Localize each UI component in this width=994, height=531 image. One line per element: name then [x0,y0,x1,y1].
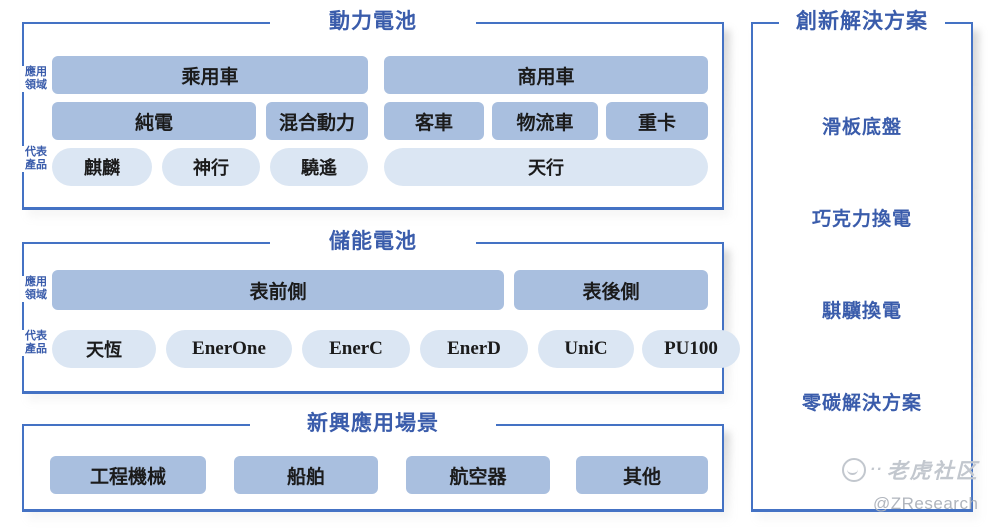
panel-innovative-solutions: 創新解決方案 滑板底盤 巧克力換電 騏驥換電 零碳解決方案 [751,8,979,520]
frame-left [22,242,24,394]
row-label-representative-product: 代表 產品 [21,330,51,356]
box-product-tianxing[interactable]: 天行 [384,148,708,186]
frame-bottom [22,207,724,210]
panel-face [751,22,973,512]
row-label-line1: 應用 [25,276,47,288]
row-label-line2: 領域 [25,79,47,91]
frame-top-right [476,22,724,24]
box-commercial-vehicle[interactable]: 商用車 [384,56,708,94]
frame-right [722,424,724,512]
row-label-line2: 產品 [25,159,47,171]
box-product-tianheng[interactable]: 天恆 [52,330,156,368]
panel-title-energy-storage-battery: 儲能電池 [270,228,476,256]
panel-power-battery: 動力電池 應用 領域 代表 產品 乘用車 商用車 純電 混合動力 客車 物流車 … [21,8,730,218]
frame-top-left [22,22,270,24]
box-product-shenxing[interactable]: 神行 [162,148,260,186]
box-product-pu100[interactable]: PU100 [642,330,740,368]
solution-item-qiji-swap[interactable]: 騏驥換電 [821,301,902,322]
box-product-qilin[interactable]: 麒麟 [52,148,152,186]
box-product-enerone[interactable]: EnerOne [166,330,292,368]
panel-title-power-battery: 動力電池 [270,8,476,36]
frame-bottom [22,391,724,394]
frame-top-right [945,22,973,24]
frame-top-left [22,242,270,244]
box-product-xiaoyao[interactable]: 驍遙 [270,148,368,186]
box-front-of-meter[interactable]: 表前側 [52,270,504,310]
panel-title-emerging-applications: 新興應用場景 [250,410,496,438]
panel-emerging-applications: 新興應用場景 工程機械 船舶 航空器 其他 [22,410,730,520]
box-product-enerd[interactable]: EnerD [420,330,528,368]
panel-title-innovative-solutions: 創新解決方案 [779,8,945,36]
row-label-line1: 應用 [25,66,47,78]
row-label-line1: 代表 [25,330,47,342]
frame-bottom [22,509,724,512]
box-hybrid[interactable]: 混合動力 [266,102,368,140]
row-label-application-domain: 應用 領域 [21,276,51,302]
frame-left [22,22,24,210]
box-logistics-vehicle[interactable]: 物流車 [492,102,598,140]
row-label-line2: 產品 [25,343,47,355]
row-label-application-domain: 應用 領域 [21,66,51,92]
box-passenger-vehicle[interactable]: 乘用車 [52,56,368,94]
box-others[interactable]: 其他 [576,456,708,494]
frame-top-left [22,424,250,426]
box-pure-electric[interactable]: 純電 [52,102,256,140]
frame-bottom [751,509,973,512]
frame-right [722,242,724,394]
frame-top-right [496,424,724,426]
row-label-representative-product: 代表 產品 [21,146,51,172]
panel-energy-storage-battery: 儲能電池 應用 領域 代表 產品 表前側 表後側 天恆 EnerOne Ener… [21,228,740,402]
box-product-unic[interactable]: UniC [538,330,634,368]
solution-item-zero-carbon-solution[interactable]: 零碳解決方案 [801,393,922,414]
frame-top-left [751,22,779,24]
box-construction-machinery[interactable]: 工程機械 [50,456,206,494]
box-bus[interactable]: 客車 [384,102,484,140]
box-heavy-truck[interactable]: 重卡 [606,102,708,140]
frame-right [971,22,973,512]
solution-item-skateboard-chassis[interactable]: 滑板底盤 [821,117,902,138]
box-product-enerc[interactable]: EnerC [302,330,410,368]
frame-left [751,22,753,512]
row-label-line2: 領域 [25,289,47,301]
solution-item-chocolate-swap[interactable]: 巧克力換電 [811,209,912,230]
frame-right [722,22,724,210]
frame-left [22,424,24,512]
box-ships[interactable]: 船舶 [234,456,378,494]
frame-top-right [476,242,724,244]
row-label-line1: 代表 [25,146,47,158]
box-behind-the-meter[interactable]: 表後側 [514,270,708,310]
panel-face [22,242,724,394]
box-aircraft[interactable]: 航空器 [406,456,550,494]
